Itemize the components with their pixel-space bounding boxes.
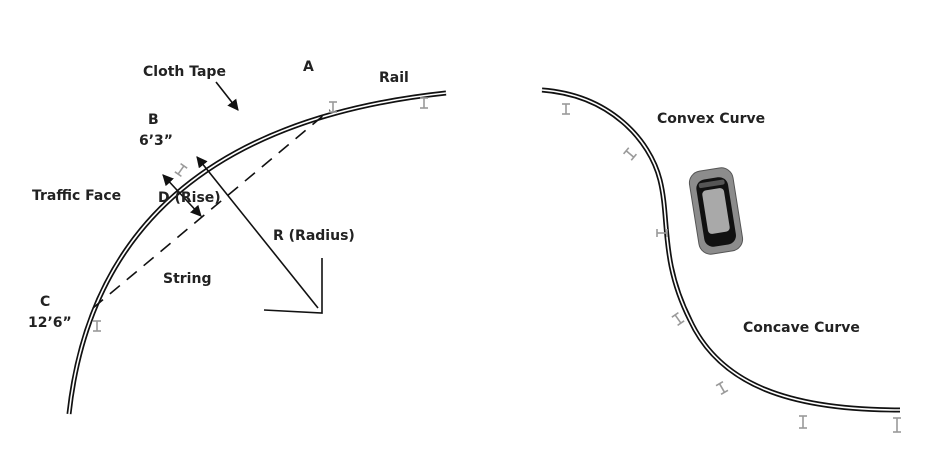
cloth-tape-arrow [215, 81, 239, 111]
string-chord-line [92, 109, 331, 309]
right-rail-posts [562, 103, 901, 433]
label-c-letter: C [40, 294, 50, 310]
post-marker [174, 162, 188, 178]
post-marker [656, 229, 668, 237]
rise-arrow [162, 174, 202, 217]
label-cloth-tape: Cloth Tape [143, 64, 226, 80]
label-a: A [303, 59, 314, 75]
label-rise: D (Rise) [158, 190, 221, 206]
post-marker [420, 97, 428, 109]
label-traffic-face: Traffic Face [32, 188, 121, 204]
post-marker [671, 311, 685, 327]
post-marker [329, 101, 337, 113]
label-b-measure: 6’3” [139, 133, 173, 149]
label-concave-curve: Concave Curve [743, 320, 860, 336]
post-marker [562, 103, 570, 115]
label-b-letter: B [148, 112, 159, 128]
label-convex-curve: Convex Curve [657, 111, 765, 127]
label-rail: Rail [379, 70, 409, 86]
left-rail-posts [93, 97, 428, 332]
label-c-measure: 12’6” [28, 315, 72, 331]
post-marker [93, 320, 101, 332]
radius-arrow [196, 156, 319, 309]
right-rail [541, 87, 901, 413]
post-marker [622, 147, 638, 161]
car-icon [688, 167, 744, 255]
left-rail [66, 90, 447, 415]
post-marker [799, 415, 807, 429]
label-string: String [163, 271, 211, 287]
label-radius: R (Radius) [273, 228, 355, 244]
post-marker [893, 417, 901, 433]
post-marker [715, 380, 729, 396]
radius-corner-bracket [263, 258, 323, 314]
